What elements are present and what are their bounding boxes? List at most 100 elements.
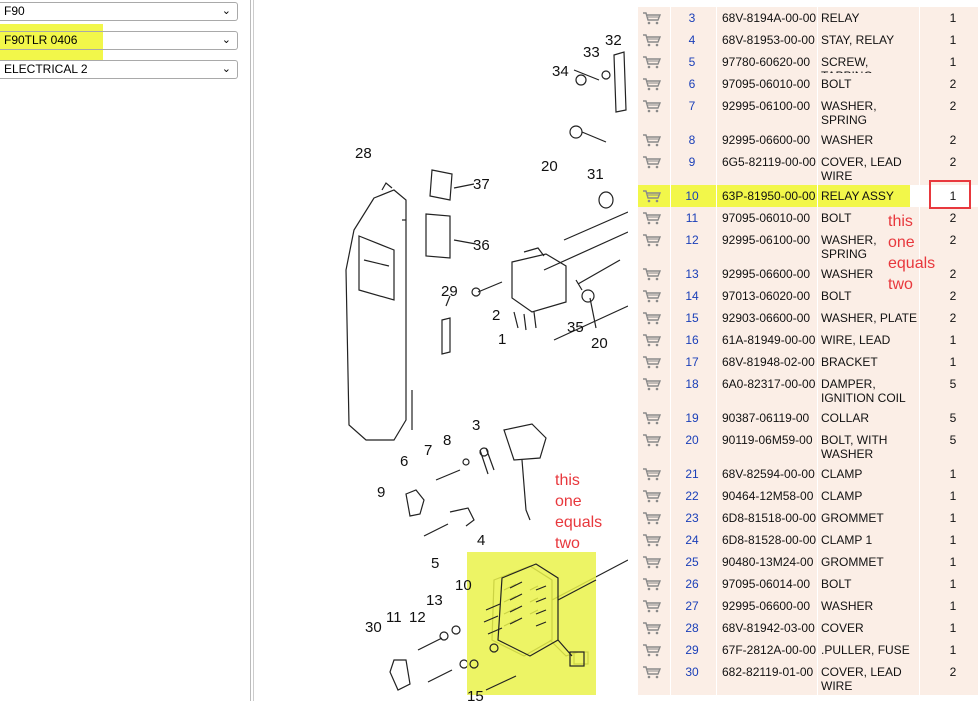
part-qty: 1	[949, 643, 957, 657]
callout: 33	[583, 44, 600, 61]
part-desc: BRACKET	[821, 355, 878, 369]
part-code: 90119-06M59-00	[722, 433, 813, 447]
model-select[interactable]: F90 ⌄	[0, 2, 238, 21]
cart-icon[interactable]	[642, 411, 662, 425]
cart-icon[interactable]	[642, 289, 662, 303]
chevron-down-icon: ⌄	[221, 63, 231, 75]
part-no[interactable]: 18	[685, 377, 699, 391]
part-no[interactable]: 6	[688, 77, 696, 91]
cart-icon[interactable]	[642, 511, 662, 525]
part-no[interactable]: 4	[688, 33, 696, 47]
part-no[interactable]: 7	[688, 99, 696, 113]
cart-icon[interactable]	[642, 599, 662, 613]
part-no[interactable]: 27	[685, 599, 699, 613]
part-no[interactable]: 24	[685, 533, 699, 547]
part-no[interactable]: 3	[688, 11, 696, 25]
part-qty: 1	[949, 33, 957, 47]
part-no[interactable]: 9	[688, 155, 696, 169]
part-no[interactable]: 11	[685, 211, 699, 225]
cart-icon[interactable]	[642, 211, 662, 225]
callout: 3	[472, 417, 480, 434]
part-qty: 1	[949, 533, 957, 547]
cart-icon[interactable]	[642, 33, 662, 47]
annotation-line: one	[888, 234, 915, 251]
part-no[interactable]: 13	[685, 267, 699, 281]
part-code: 90387-06119-00	[722, 411, 810, 425]
part-no[interactable]: 15	[685, 311, 699, 325]
callout: 8	[443, 432, 451, 449]
part-desc: BOLT	[821, 577, 852, 591]
cart-icon[interactable]	[642, 11, 662, 25]
cart-icon[interactable]	[642, 621, 662, 635]
part-code: 97095-06010-00	[722, 211, 811, 225]
cart-icon[interactable]	[642, 533, 662, 547]
cart-icon[interactable]	[642, 267, 662, 281]
part-no[interactable]: 22	[685, 489, 699, 503]
part-qty: 1	[949, 511, 957, 525]
part-no[interactable]: 10	[685, 189, 699, 203]
cart-icon[interactable]	[642, 155, 662, 169]
part-no[interactable]: 28	[685, 621, 699, 635]
cart-icon[interactable]	[642, 377, 662, 391]
part-code: 92995-06600-00	[722, 133, 811, 147]
part-no[interactable]: 20	[685, 433, 699, 447]
part-qty: 2	[949, 289, 957, 303]
part-no[interactable]: 26	[685, 577, 699, 591]
part-no[interactable]: 29	[685, 643, 699, 657]
part-no[interactable]: 12	[685, 233, 699, 247]
cart-icon[interactable]	[642, 665, 662, 679]
part-no[interactable]: 16	[685, 333, 699, 347]
part-code: 68V-81948-02-00	[722, 355, 815, 369]
cart-icon[interactable]	[642, 189, 662, 203]
part-desc: BOLT	[821, 211, 852, 225]
part-no[interactable]: 19	[685, 411, 699, 425]
annotation-note-right: this one equals two	[888, 211, 935, 295]
part-no[interactable]: 21	[685, 467, 699, 481]
part-no[interactable]: 30	[685, 665, 699, 679]
part-desc: WASHER	[821, 599, 874, 613]
cart-icon[interactable]	[642, 311, 662, 325]
part-code: 97013-06020-00	[722, 289, 811, 303]
part-no[interactable]: 8	[688, 133, 696, 147]
cart-icon[interactable]	[642, 233, 662, 247]
model-select-value: F90	[4, 4, 25, 18]
callout: 20	[541, 158, 558, 175]
cart-icon[interactable]	[642, 577, 662, 591]
section-select[interactable]: ELECTRICAL 2 ⌄	[0, 60, 238, 79]
part-code: 68V-8194A-00-00	[722, 11, 817, 25]
part-code: 97780-60620-00	[722, 55, 811, 69]
part-code: 68V-82594-00-00	[722, 467, 815, 481]
part-no[interactable]: 14	[685, 289, 699, 303]
cart-icon[interactable]	[642, 555, 662, 569]
cart-icon[interactable]	[642, 99, 662, 113]
qty-callout-box	[929, 180, 971, 209]
cart-icon[interactable]	[642, 333, 662, 347]
part-no[interactable]: 5	[688, 55, 696, 69]
part-desc: BOLT, WITH WASHER	[821, 433, 888, 461]
cart-icon[interactable]	[642, 77, 662, 91]
part-no[interactable]: 25	[685, 555, 699, 569]
callout: 35	[567, 319, 584, 336]
cart-icon[interactable]	[642, 643, 662, 657]
serial-select[interactable]: F90TLR 0406 ⌄	[0, 31, 238, 50]
part-no[interactable]: 17	[685, 355, 699, 369]
part-code: 90480-13M24-00	[722, 555, 814, 569]
part-no[interactable]: 23	[685, 511, 699, 525]
callout: 6	[400, 453, 408, 470]
cart-icon[interactable]	[642, 433, 662, 447]
cart-icon[interactable]	[642, 55, 662, 69]
cart-icon[interactable]	[642, 355, 662, 369]
cart-icon[interactable]	[642, 467, 662, 481]
part-desc: WASHER	[821, 267, 874, 281]
part-desc: COLLAR	[821, 411, 870, 425]
cart-icon[interactable]	[642, 489, 662, 503]
cart-icon[interactable]	[642, 133, 662, 147]
